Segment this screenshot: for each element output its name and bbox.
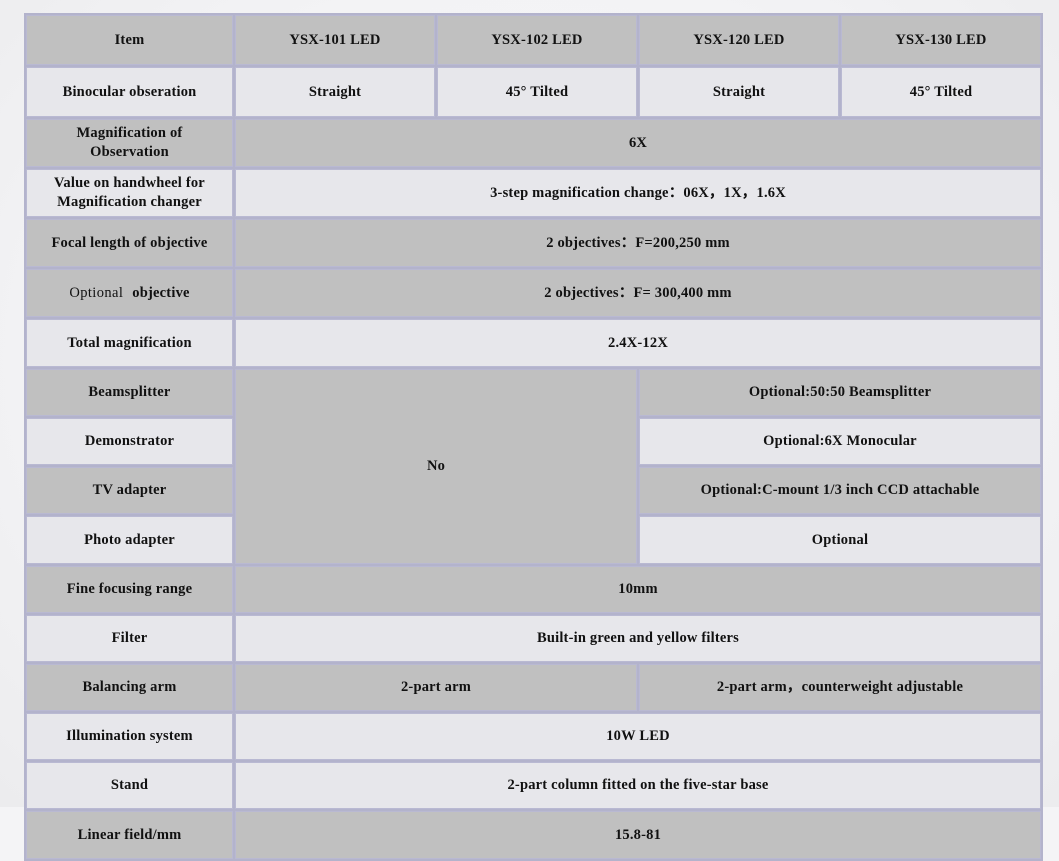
cell-photo-adapter-optional: Optional — [639, 516, 1041, 564]
specification-table-wrapper: Item YSX-101 LED YSX-102 LED YSX-120 LED… — [24, 13, 1043, 861]
row-label-tv-adapter: TV adapter — [26, 467, 233, 514]
specification-table: Item YSX-101 LED YSX-102 LED YSX-120 LED… — [24, 13, 1043, 861]
column-header-ysx102: YSX-102 LED — [437, 15, 637, 65]
table-row-fine-focusing: Fine focusing range 10mm — [26, 566, 1041, 613]
table-row-beamsplitter: Beamsplitter No Optional:50:50 Beamsplit… — [26, 369, 1041, 564]
cell-illumination-value: 10W LED — [235, 713, 1041, 760]
row-label-filter: Filter — [26, 615, 233, 662]
row-label-focal-length: Focal length of objective — [26, 219, 233, 267]
row-label-balancing-arm: Balancing arm — [26, 664, 233, 711]
cell-beamsplitter-optional: Optional:50:50 Beamsplitter — [639, 369, 1041, 416]
table-row-handwheel: Value on handwheel for Magnification cha… — [26, 169, 1041, 217]
column-header-ysx120: YSX-120 LED — [639, 15, 839, 65]
cell-handwheel-value: 3-step magnification change：06X，1X，1.6X — [235, 169, 1041, 217]
row-label-linear-field: Linear field/mm — [26, 811, 233, 859]
row-label-total-magnification: Total magnification — [26, 319, 233, 367]
cell-stand-value: 2-part column fitted on the five-star ba… — [235, 762, 1041, 809]
table-row-illumination: Illumination system 10W LED — [26, 713, 1041, 760]
table-row-tv-adapter: TV adapter Optional:C-mount 1/3 inch CCD… — [26, 467, 1041, 514]
table-row-optional-objective: Optional objective 2 objectives：F= 300,40… — [26, 269, 1041, 317]
cell-optional-objective-value: 2 objectives：F= 300,400 mm — [235, 269, 1041, 317]
row-label-optional-objective-part2: objective — [132, 284, 190, 301]
cell-tv-adapter-optional: Optional:C-mount 1/3 inch CCD attachable — [639, 467, 1041, 514]
cell-balancing-arm-right: 2-part arm，counterweight adjustable — [639, 664, 1041, 711]
table-row-linear-field: Linear field/mm 15.8-81 — [26, 811, 1041, 859]
table-row-binocular: Binocular obseration Straight 45° Tilted… — [26, 67, 1041, 117]
cell-balancing-arm-left: 2-part arm — [235, 664, 637, 711]
cell-demonstrator-optional: Optional:6X Monocular — [639, 418, 1041, 465]
row-label-binocular: Binocular obseration — [26, 67, 233, 117]
column-header-ysx130: YSX-130 LED — [841, 15, 1041, 65]
cell-fine-focusing-value: 10mm — [235, 566, 1041, 613]
row-label-handwheel-line1: Value on handwheel for — [54, 175, 205, 192]
row-label-optional-objective: Optional objective — [26, 269, 233, 317]
table-row-stand: Stand 2-part column fitted on the five-s… — [26, 762, 1041, 809]
row-label-handwheel-line2: Magnification changer — [57, 194, 202, 210]
row-label-demonstrator: Demonstrator — [26, 418, 233, 465]
row-label-beamsplitter: Beamsplitter — [26, 369, 233, 416]
table-row-focal-length: Focal length of objective 2 objectives：F… — [26, 219, 1041, 267]
cell-linear-field-value: 15.8-81 — [235, 811, 1041, 859]
row-label-magnification: Magnification of Observation — [26, 119, 233, 167]
row-label-fine-focusing: Fine focusing range — [26, 566, 233, 613]
cell-binocular-ysx120: Straight — [639, 67, 839, 117]
cell-filter-value: Built-in green and yellow filters — [235, 615, 1041, 662]
row-label-illumination: Illumination system — [26, 713, 233, 760]
row-label-photo-adapter: Photo adapter — [26, 516, 233, 564]
table-row-magnification: Magnification of Observation 6X — [26, 119, 1041, 167]
cell-total-magnification-value: 2.4X-12X — [235, 319, 1041, 367]
cell-binocular-ysx130: 45° Tilted — [841, 67, 1041, 117]
row-label-magnification-line2: Observation — [90, 144, 169, 160]
table-row-balancing-arm: Balancing arm 2-part arm 2-part arm，coun… — [26, 664, 1041, 711]
table-row-demonstrator: Demonstrator Optional:6X Monocular — [26, 418, 1041, 465]
row-label-handwheel: Value on handwheel for Magnification cha… — [26, 169, 233, 217]
cell-focal-length-value: 2 objectives：F=200,250 mm — [235, 219, 1041, 267]
row-label-optional-objective-part1: Optional — [69, 284, 124, 301]
cell-binocular-ysx102: 45° Tilted — [437, 67, 637, 117]
row-label-stand: Stand — [26, 762, 233, 809]
row-label-magnification-line1: Magnification of — [76, 125, 183, 142]
cell-merged-no: No — [235, 369, 637, 564]
cell-magnification-value: 6X — [235, 119, 1041, 167]
table-row-photo-adapter: Photo adapter Optional — [26, 516, 1041, 564]
table-header-row: Item YSX-101 LED YSX-102 LED YSX-120 LED… — [26, 15, 1041, 65]
table-row-total-magnification: Total magnification 2.4X-12X — [26, 319, 1041, 367]
cell-binocular-ysx101: Straight — [235, 67, 435, 117]
table-row-filter: Filter Built-in green and yellow filters — [26, 615, 1041, 662]
column-header-item: Item — [26, 15, 233, 65]
column-header-ysx101: YSX-101 LED — [235, 15, 435, 65]
